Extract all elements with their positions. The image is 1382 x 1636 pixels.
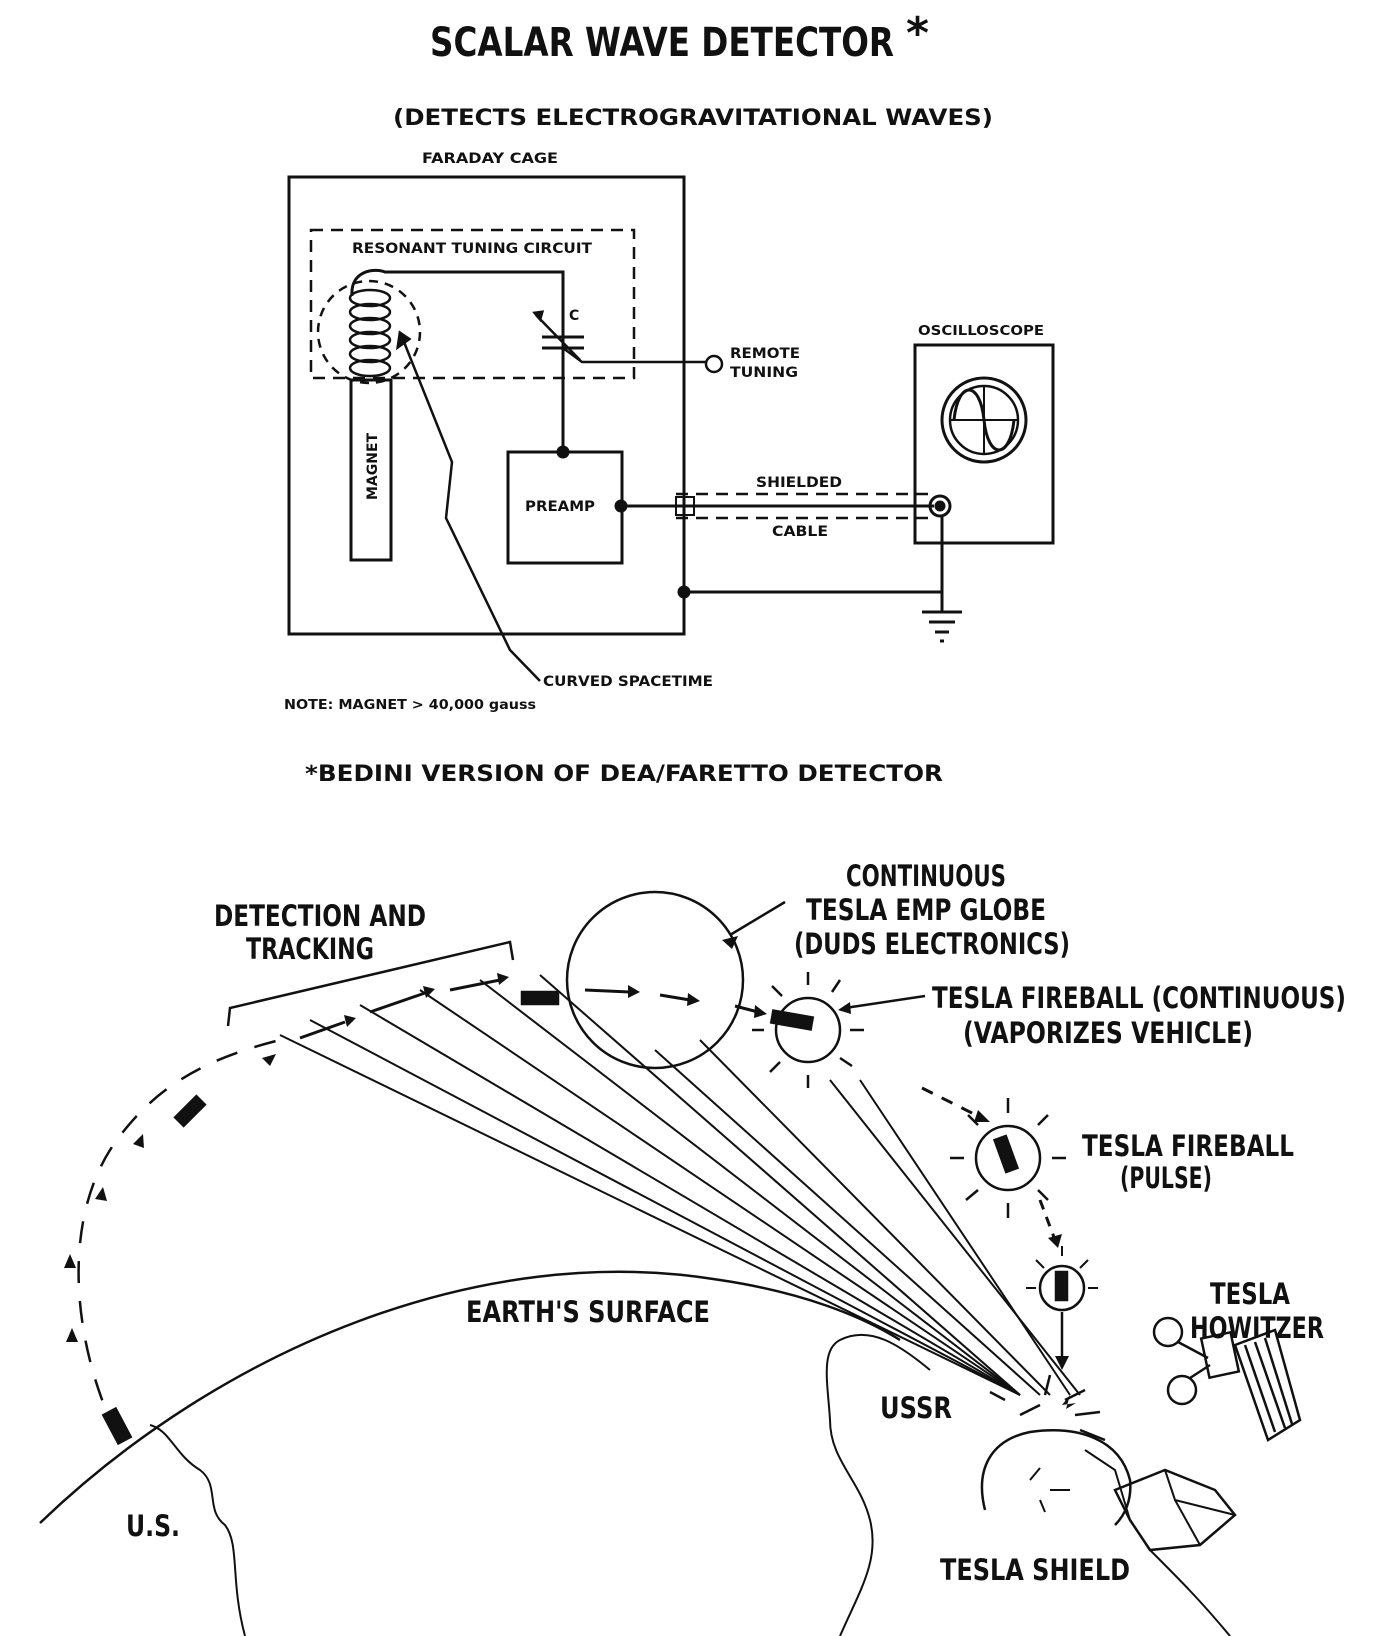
page-subtitle: (DETECTS ELECTROGRAVITATIONAL WAVES) [393, 106, 993, 131]
magnet-bar [349, 378, 393, 562]
label-tesla-shield: TESLA SHIELD [940, 1553, 1130, 1587]
faraday-cage-box [287, 175, 686, 636]
scenario-drawing [39, 890, 1302, 1636]
curved-spacetime-line [402, 341, 541, 682]
label-howitzer-line1: TESLA [1210, 1277, 1290, 1311]
label-fireball-pulse-line2: (PULSE) [1120, 1161, 1212, 1195]
label-faraday-cage: FARADAY CAGE [422, 151, 558, 167]
missile-trajectory [77, 1038, 281, 1438]
label-resonant-circuit: RESONANT TUNING CIRCUIT [352, 241, 592, 257]
fireball-small [1038, 1264, 1086, 1312]
label-remote-line2: TUNING [730, 365, 798, 381]
label-detection-line1: DETECTION AND [214, 899, 426, 933]
label-emp-line3: (DUDS ELECTRONICS) [794, 927, 1070, 961]
resonant-circuit-box [309, 228, 636, 380]
label-preamp: PREAMP [525, 499, 595, 515]
fireball-continuous [774, 996, 842, 1064]
label-cable: CABLE [772, 524, 828, 540]
page-title: SCALAR WAVE DETECTOR [430, 20, 894, 66]
us-coastline [149, 1424, 246, 1636]
label-note: NOTE: MAGNET > 40,000 gauss [284, 698, 536, 713]
label-ussr: USSR [880, 1391, 952, 1425]
label-oscilloscope: OSCILLOSCOPE [918, 324, 1044, 339]
label-remote-line1: REMOTE [730, 346, 800, 362]
tesla-howitzer-drawing [1152, 1316, 1302, 1442]
label-detection-line2: TRACKING [246, 932, 374, 966]
earth-surface-curve [39, 1270, 901, 1524]
coil [348, 288, 392, 378]
title-asterisk: * [906, 8, 929, 59]
label-earth-surface: EARTH'S SURFACE [466, 1295, 710, 1329]
label-fireball-pulse-line1: TESLA FIREBALL [1082, 1129, 1294, 1163]
label-emp-line2: TESLA EMP GLOBE [806, 893, 1046, 927]
label-us: U.S. [126, 1509, 180, 1543]
label-emp-line1: CONTINUOUS [846, 859, 1006, 893]
label-fireball-cont-line1: TESLA FIREBALL (CONTINUOUS) [932, 981, 1346, 1015]
ussr-coastline [825, 1333, 931, 1636]
label-howitzer-line2: HOWITZER [1190, 1311, 1324, 1345]
tesla-shield-dome [980, 1429, 1132, 1526]
label-fireball-cont-line2: (VAPORIZES VEHICLE) [963, 1016, 1253, 1050]
label-curved-spacetime: CURVED SPACETIME [543, 674, 713, 690]
oscilloscope-screen [940, 376, 1028, 464]
remote-tuning-terminal [704, 354, 724, 374]
detector-schematic [287, 175, 1055, 682]
oscilloscope-box [913, 343, 1055, 545]
fireball-pulse [974, 1124, 1042, 1192]
label-magnet: MAGNET [365, 432, 381, 500]
emp-globe [565, 890, 745, 1070]
coil-field-circle [316, 279, 422, 385]
label-capacitor: C [569, 308, 579, 324]
label-shielded: SHIELDED [756, 475, 842, 491]
label-footnote: *BEDINI VERSION OF DEA/FARETTO DETECTOR [305, 762, 943, 787]
ground-installation [1113, 1468, 1237, 1552]
